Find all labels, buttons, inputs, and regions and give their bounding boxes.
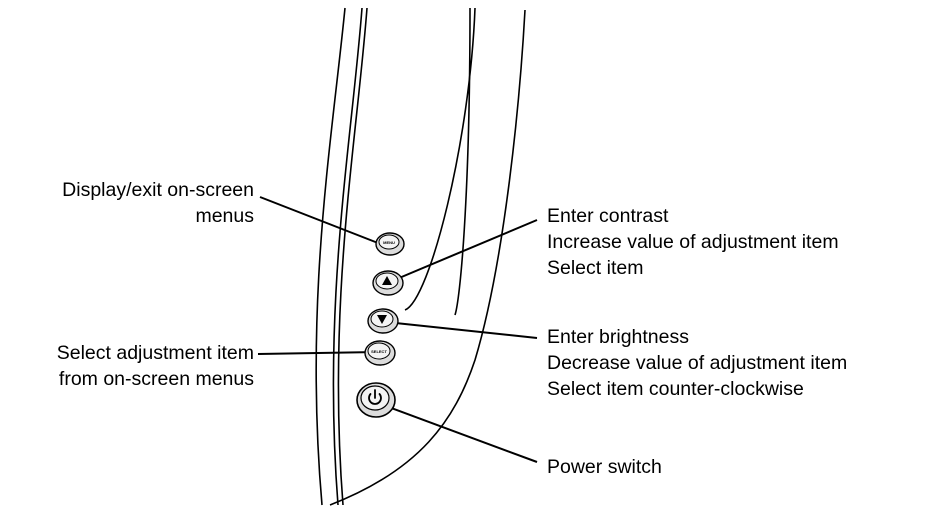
up-arrow-icon [382,276,392,285]
callout-down-line-3: Select item counter-clockwise [547,378,804,400]
bezel-inner-edge-1 [332,7,363,506]
leader-up [391,219,538,282]
leader-power [374,401,538,463]
menu-button-label: MENU [383,240,395,245]
callout-select: Select adjustment item from on-screen me… [57,340,254,392]
callout-select-line-1: Select adjustment item [56,342,254,364]
callout-menu-line-2: menus [195,205,254,227]
callout-up-line-1: Enter contrast [547,205,669,227]
callout-power-line-1: Power switch [547,456,662,478]
callout-power: Power switch [547,454,662,480]
bezel-inner-edge-2 [337,7,368,506]
up-button[interactable] [372,270,404,296]
callout-up: Enter contrast Increase value of adjustm… [547,203,839,281]
leader-select [257,351,379,355]
callout-down: Enter brightness Decrease value of adjus… [547,324,847,402]
bezel-front-edge [404,7,476,311]
callout-select-line-2: from on-screen menus [58,368,254,390]
monitor-bezel-profile [315,7,526,506]
select-button[interactable]: SELECT [364,340,396,366]
bezel-left-edge [315,7,346,506]
bezel-front-edge-lower [454,7,471,316]
menu-button[interactable]: MENU [375,232,405,256]
select-button-label: SELECT [371,349,387,354]
callout-down-line-1: Enter brightness [547,326,689,348]
callout-up-line-3: Select item [547,257,644,279]
leader-down [385,321,538,339]
down-arrow-icon [377,315,387,324]
leader-menu [259,196,379,244]
down-button[interactable] [367,308,399,334]
leader-lines [257,196,538,463]
callout-down-line-2: Decrease value of adjustment item [547,352,848,374]
power-button[interactable] [356,382,396,418]
bezel-rear-curve [329,9,526,506]
callout-menu-line-1: Display/exit on-screen [62,179,254,201]
power-icon [368,389,382,405]
callout-menu: Display/exit on-screen menus [62,177,254,229]
callout-up-line-2: Increase value of adjustment item [547,231,839,253]
